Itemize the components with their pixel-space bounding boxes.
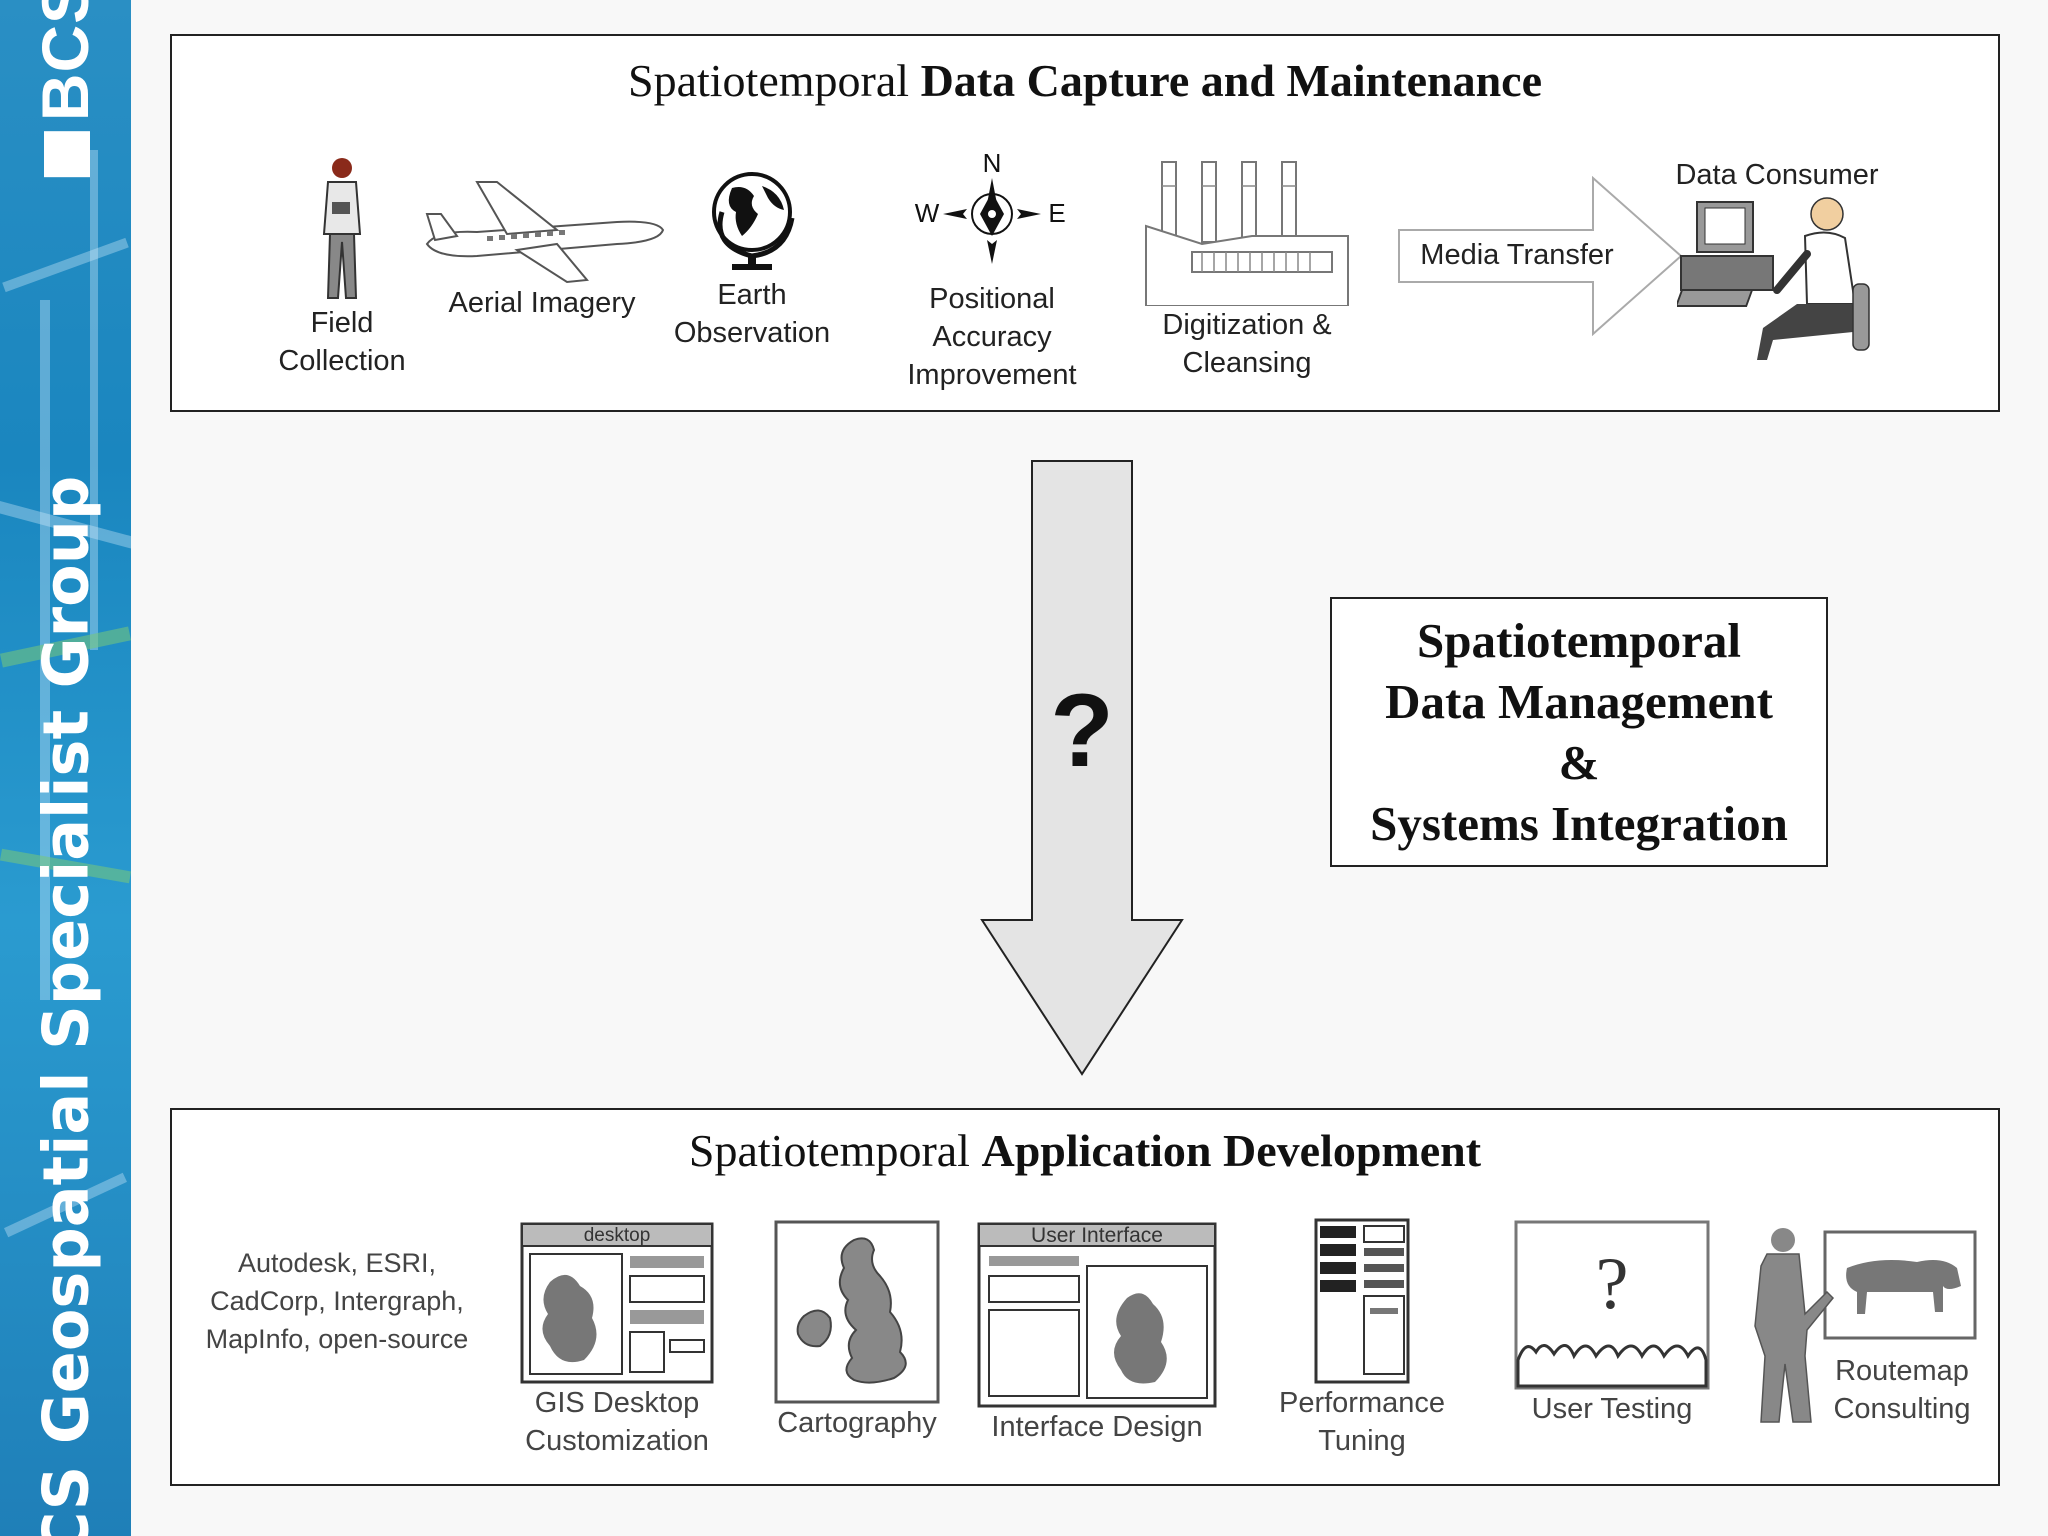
- server-rack-icon: [1314, 1218, 1410, 1384]
- data-consumer-label: Data Consumer: [1675, 159, 1879, 191]
- field-collection-label-1: Field: [310, 307, 374, 339]
- field-collection-label-2: Collection: [278, 345, 406, 377]
- compass-e: E: [1048, 198, 1065, 228]
- flow-arrow: [980, 460, 1184, 1076]
- svg-text:?: ?: [1596, 1243, 1629, 1325]
- bcs-logo-text: BCS: [28, 0, 102, 122]
- performance-tuning-label-2: Tuning: [1318, 1425, 1406, 1457]
- media-transfer-item: Media Transfer: [1397, 176, 1687, 336]
- field-collection-item: Field Collection: [262, 154, 422, 380]
- management-line-4: Systems Integration: [1370, 796, 1788, 851]
- title-bold: Application Development: [981, 1125, 1482, 1176]
- digitization-label-2: Cleansing: [1182, 347, 1312, 379]
- vendors-line-1: Autodesk, ESRI,: [237, 1248, 437, 1278]
- vendors-line-3: MapInfo, open-source: [205, 1324, 469, 1354]
- management-line-3: &: [1558, 735, 1600, 790]
- aerial-imagery-item: Aerial Imagery: [412, 174, 672, 322]
- ui-window-icon: User Interface: [977, 1222, 1217, 1408]
- data-management-box: Spatiotemporal Data Management & Systems…: [1330, 597, 1828, 867]
- user-testing-label: User Testing: [1531, 1393, 1693, 1425]
- compass-n: N: [983, 152, 1002, 178]
- title-prefix: Spatiotemporal: [688, 1125, 970, 1176]
- positional-accuracy-item: N W E Positional Accuracy Improvement: [872, 152, 1112, 394]
- interface-design-label: Interface Design: [991, 1411, 1203, 1443]
- compass-w: W: [915, 198, 940, 228]
- audience-question-icon: ?: [1514, 1220, 1710, 1390]
- bcs-logo: BCS: [27, 0, 103, 178]
- aerial-imagery-label: Aerial Imagery: [448, 287, 636, 319]
- vendors-line-2: CadCorp, Intergraph,: [210, 1286, 464, 1316]
- management-line-2: Data Management: [1385, 674, 1773, 729]
- title-prefix: Spatiotemporal: [628, 55, 910, 106]
- brand-sidebar: BCS BCS Geospatial Specialist Group: [0, 0, 131, 1536]
- globe-icon: [712, 172, 795, 270]
- desktop-window-caption: desktop: [584, 1225, 651, 1246]
- application-development-title: Spatiotemporal Application Development: [172, 1124, 1998, 1177]
- factory-icon: [1145, 161, 1349, 306]
- routemap-consulting-item: Routemap Consulting: [1742, 1226, 1992, 1428]
- data-consumer-item: Data Consumer: [1652, 156, 1902, 364]
- positional-accuracy-label-1: Positional: [929, 283, 1055, 315]
- ui-window-caption: User Interface: [1031, 1224, 1163, 1247]
- positional-accuracy-label-2: Accuracy: [932, 321, 1052, 353]
- presenter-cow-icon: [1754, 1228, 1977, 1423]
- routemap-consulting-label-2: Consulting: [1833, 1393, 1971, 1425]
- performance-tuning-item: Performance Tuning: [1262, 1218, 1462, 1460]
- cartography-label: Cartography: [777, 1407, 937, 1439]
- transfer-arrow-icon: [1398, 176, 1683, 336]
- digitization-item: Digitization & Cleansing: [1122, 156, 1372, 382]
- management-line-1: Spatiotemporal: [1417, 613, 1741, 668]
- vendors-list: Autodesk, ESRI, CadCorp, Intergraph, Map…: [172, 1244, 502, 1358]
- cartography-item: Cartography: [752, 1220, 962, 1442]
- uk-map-icon: [774, 1220, 940, 1404]
- gis-desktop-label-2: Customization: [525, 1425, 709, 1457]
- computer-user-icon: [1677, 197, 1870, 360]
- positional-accuracy-label-3: Improvement: [907, 359, 1077, 391]
- group-name: BCS Geospatial Specialist Group: [29, 475, 103, 1536]
- gis-desktop-item: desktop GIS Desktop Customization: [502, 1222, 732, 1460]
- bcs-logo-mark: [43, 131, 90, 178]
- routemap-consulting-label-1: Routemap: [1835, 1355, 1969, 1387]
- user-testing-item: ? User Testing: [1512, 1220, 1712, 1428]
- media-transfer-label: Media Transfer: [1420, 239, 1614, 271]
- digitization-label-1: Digitization &: [1162, 309, 1332, 341]
- question-mark: ?: [1050, 673, 1114, 789]
- title-bold: Data Capture and Maintenance: [920, 55, 1542, 106]
- data-capture-panel: Spatiotemporal Data Capture and Maintena…: [170, 34, 2000, 412]
- earth-observation-item: Earth Observation: [662, 166, 842, 352]
- data-capture-title: Spatiotemporal Data Capture and Maintena…: [172, 54, 1998, 107]
- airplane-icon: [425, 181, 665, 284]
- compass-icon: N W E: [915, 152, 1066, 264]
- field-surveyor-icon: [322, 158, 362, 299]
- earth-observation-label-2: Observation: [673, 317, 831, 349]
- performance-tuning-label-1: Performance: [1278, 1387, 1445, 1419]
- earth-observation-label-1: Earth: [717, 279, 787, 311]
- application-development-panel: Spatiotemporal Application Development A…: [170, 1108, 2000, 1486]
- gis-desktop-label-1: GIS Desktop: [534, 1387, 700, 1419]
- desktop-window-icon: desktop: [520, 1222, 714, 1384]
- interface-design-item: User Interface Interface Design: [972, 1222, 1222, 1446]
